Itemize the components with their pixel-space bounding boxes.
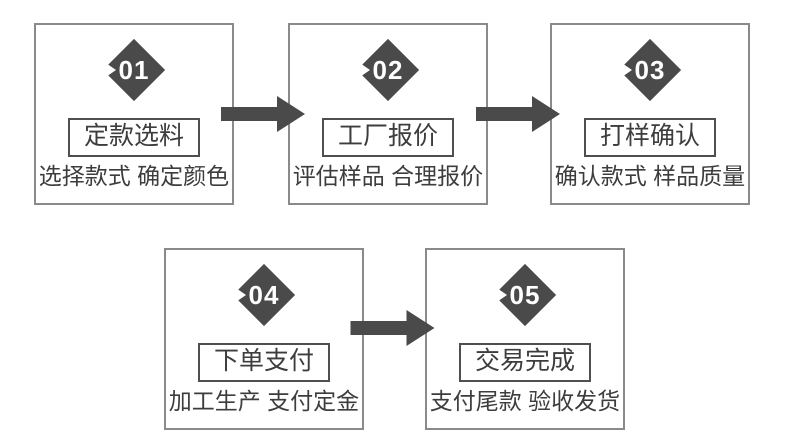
step-3-diamond-badge: 03	[618, 38, 682, 102]
step-1-diamond-badge: 01	[102, 38, 166, 102]
diamond-notch-icon	[619, 61, 632, 79]
step-number: 05	[509, 279, 541, 310]
step-title: 打样确认	[583, 118, 716, 157]
step-title: 下单支付	[197, 343, 330, 382]
step-title: 定款选料	[67, 118, 200, 157]
step-card-4: 04 下单支付 加工生产 支付定金	[164, 248, 364, 430]
step-card-3: 03 打样确认 确认款式 样品质量	[550, 23, 750, 205]
arrow-right-icon	[221, 96, 305, 132]
step-title: 交易完成	[458, 343, 591, 382]
step-subtitle: 确认款式 样品质量	[554, 162, 746, 189]
step-5-diamond-badge: 05	[493, 263, 557, 327]
diamond-notch-icon	[233, 286, 246, 304]
step-subtitle: 加工生产 支付定金	[168, 387, 360, 414]
diamond-notch-icon	[357, 61, 370, 79]
step-subtitle: 支付尾款 验收发货	[429, 387, 621, 414]
step-card-2: 02 工厂报价 评估样品 合理报价	[288, 23, 488, 205]
step-subtitle: 评估样品 合理报价	[292, 162, 484, 189]
arrow-right-icon	[476, 96, 560, 132]
step-title: 工厂报价	[321, 118, 454, 157]
step-4-diamond-badge: 04	[232, 263, 296, 327]
step-card-5: 05 交易完成 支付尾款 验收发货	[425, 248, 625, 430]
step-subtitle: 选择款式 确定颜色	[38, 162, 230, 189]
step-number: 03	[634, 54, 666, 85]
diamond-notch-icon	[494, 286, 507, 304]
step-number: 02	[372, 54, 404, 85]
diamond-notch-icon	[103, 61, 116, 79]
step-2-diamond-badge: 02	[356, 38, 420, 102]
step-number: 01	[118, 54, 150, 85]
step-number: 04	[248, 279, 280, 310]
step-card-1: 01 定款选料 选择款式 确定颜色	[34, 23, 234, 205]
arrow-right-icon	[350, 310, 435, 346]
